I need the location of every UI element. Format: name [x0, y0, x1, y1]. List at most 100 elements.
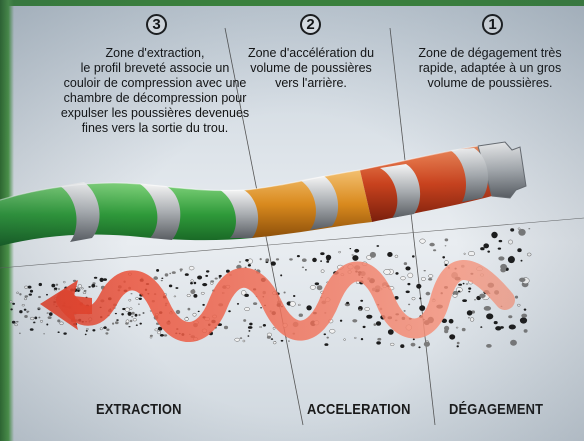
drill-bit-icon	[0, 141, 527, 246]
dust-particle	[193, 294, 198, 298]
dust-particle	[77, 284, 82, 289]
dust-particle	[428, 274, 434, 278]
dust-particle	[377, 337, 382, 341]
dust-particle	[462, 282, 465, 285]
dust-particle	[24, 285, 29, 289]
dust-particle	[247, 264, 251, 267]
dust-particle	[214, 277, 218, 280]
dust-particle	[462, 299, 467, 302]
dust-particle	[419, 305, 426, 311]
dust-particle	[461, 327, 466, 332]
dust-particle	[40, 319, 44, 323]
dust-particle	[407, 282, 411, 286]
dust-particle	[423, 341, 430, 347]
dust-particle	[455, 287, 463, 293]
dust-particle	[171, 271, 176, 274]
dust-particle	[273, 341, 277, 345]
dust-particle	[242, 339, 246, 343]
dust-particle	[38, 316, 41, 319]
dust-particle	[59, 321, 64, 325]
dust-particle	[514, 295, 519, 299]
dust-particle	[283, 291, 286, 294]
dust-particle	[429, 242, 435, 247]
dust-particle	[82, 291, 87, 294]
dust-particle	[161, 277, 164, 279]
dust-particle	[444, 245, 447, 247]
dust-particle	[259, 258, 262, 261]
dust-particle	[394, 296, 399, 300]
dust-particle	[314, 282, 320, 286]
dust-particle	[418, 346, 421, 349]
dust-particle	[486, 313, 494, 320]
acceleration-label: ACCELERATION	[307, 401, 411, 418]
dust-particle	[244, 307, 250, 311]
dust-particle	[305, 269, 307, 271]
dust-particle	[53, 287, 58, 290]
dust-particle	[323, 333, 327, 336]
dust-particle	[298, 313, 303, 317]
dust-particle	[29, 328, 34, 331]
dust-particle	[465, 283, 469, 285]
dust-particle	[228, 310, 231, 313]
dust-particle	[486, 344, 492, 348]
dust-particle	[169, 272, 172, 275]
dust-particle	[142, 312, 145, 314]
dust-particle	[226, 269, 230, 273]
dust-particle	[248, 330, 251, 332]
dust-particle	[364, 307, 370, 312]
dust-particle	[320, 252, 325, 256]
dust-particle	[128, 326, 131, 328]
dust-particle	[179, 268, 183, 271]
dust-particle	[163, 334, 168, 337]
dust-particle	[218, 274, 222, 278]
dust-particle	[428, 278, 433, 281]
dust-particle	[400, 276, 406, 281]
dust-particle	[349, 248, 352, 250]
dust-particle	[86, 328, 89, 331]
zone-3-line: Zone d'extraction,	[105, 46, 205, 60]
dust-particle	[493, 321, 498, 325]
dust-particle	[206, 270, 210, 273]
dust-particle	[289, 301, 296, 307]
dust-particle	[360, 299, 364, 302]
dust-particle	[46, 312, 49, 314]
dust-particle	[19, 293, 22, 296]
dust-particle	[106, 328, 110, 331]
dust-particle	[498, 239, 503, 243]
dust-particle	[63, 332, 67, 335]
dust-particle	[443, 260, 449, 265]
dust-particle	[360, 338, 364, 341]
zone-3-line: fines vers la sortie du trou.	[81, 121, 229, 135]
dust-particle	[448, 318, 454, 324]
dust-particle	[197, 310, 200, 313]
dust-particle	[193, 281, 197, 285]
dust-particle	[452, 294, 458, 298]
dust-particle	[154, 328, 159, 332]
dust-particle	[456, 345, 459, 348]
dust-particle	[205, 274, 209, 277]
dust-particle	[84, 333, 87, 336]
dust-particle	[157, 330, 162, 335]
dust-particle	[508, 315, 513, 319]
dust-particle	[449, 334, 456, 340]
dust-particle	[128, 299, 132, 302]
dust-particle	[400, 344, 405, 348]
dust-particle	[99, 277, 104, 282]
dust-particle	[523, 308, 527, 311]
dust-particle	[57, 319, 61, 323]
dust-particle	[265, 258, 270, 262]
dust-particle	[419, 238, 426, 244]
dust-particle	[519, 317, 528, 324]
dust-particle	[51, 283, 56, 288]
dust-particle	[266, 335, 271, 339]
zone-1-line: volume de poussières.	[427, 76, 553, 90]
dust-particle	[376, 341, 381, 345]
dust-particle	[131, 311, 135, 315]
dust-particle	[433, 249, 437, 252]
dust-particle	[519, 277, 526, 282]
dust-particle	[455, 326, 459, 329]
dust-particle	[528, 228, 531, 230]
dust-particle	[157, 326, 163, 331]
dust-particle	[373, 323, 377, 326]
dust-particle	[468, 287, 472, 290]
